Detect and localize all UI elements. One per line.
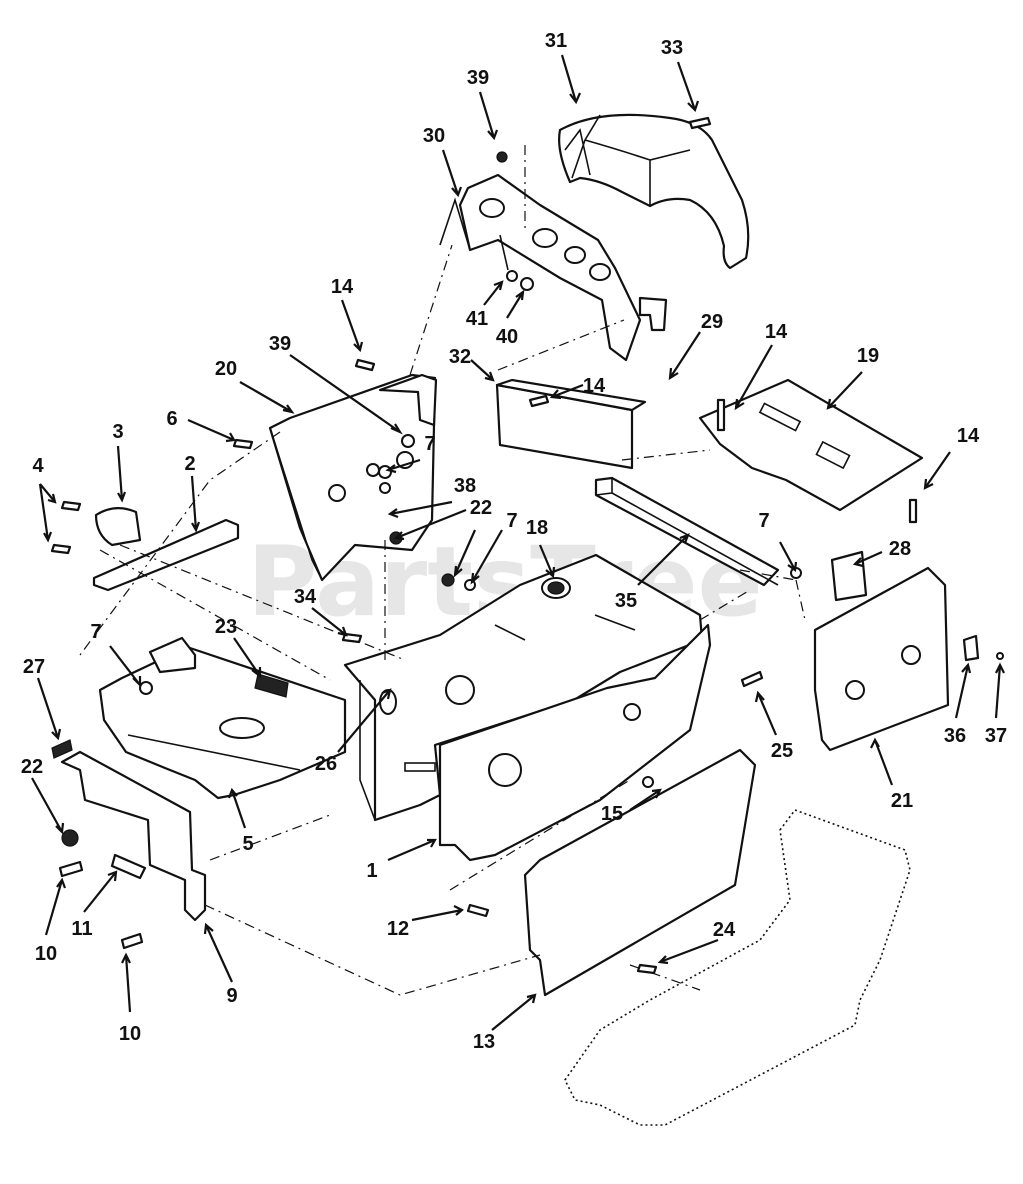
callout-26: 26 <box>315 753 337 775</box>
callout-9: 9 <box>226 985 237 1007</box>
callout-31: 31 <box>545 30 567 52</box>
part-30-upper-panel <box>439 173 642 362</box>
callout-41: 41 <box>466 308 488 330</box>
callout-30: 30 <box>423 125 445 147</box>
callout-7-right: 7 <box>758 510 769 532</box>
part-19-floor-plate <box>698 378 924 512</box>
part-2-rail <box>92 518 240 592</box>
callout-6: 6 <box>166 408 177 430</box>
callout-3: 3 <box>112 421 123 443</box>
callout-28: 28 <box>889 538 911 560</box>
part-18-coil <box>541 577 571 599</box>
callout-15: 15 <box>601 803 623 825</box>
callout-14-mid: 14 <box>583 375 606 397</box>
part-1-main-frame <box>343 553 712 862</box>
part-21-side-panel <box>813 550 950 752</box>
part-31-dash-cover <box>558 113 750 270</box>
callout-11: 11 <box>71 918 92 940</box>
part-13-panel <box>523 748 757 997</box>
callout-22-lower: 22 <box>21 756 43 778</box>
callout-18: 18 <box>526 517 548 539</box>
callout-22-upper: 22 <box>470 497 492 519</box>
callout-39-lower: 39 <box>269 333 291 355</box>
callout-arrows <box>31 54 1005 1031</box>
callout-39: 39 <box>467 67 489 89</box>
callout-7-center: 7 <box>506 510 517 532</box>
part-41-washer <box>506 270 518 282</box>
part-39-nut <box>496 151 508 163</box>
callout-labels: 31 33 39 30 41 40 29 14 14 14 14 39 20 3… <box>21 30 1007 1053</box>
callout-14-top: 14 <box>331 276 354 298</box>
callout-35: 35 <box>615 590 637 612</box>
callout-10-lower: 10 <box>119 1023 141 1045</box>
callout-20: 20 <box>215 358 237 380</box>
callout-14-right: 14 <box>765 321 788 343</box>
callout-7-left: 7 <box>90 621 101 643</box>
callout-5: 5 <box>242 833 253 855</box>
callout-7-upper: 7 <box>424 433 435 455</box>
part-35-rail <box>594 476 780 587</box>
part-22-knob <box>61 829 79 847</box>
callout-10-upper: 10 <box>35 943 57 965</box>
callout-32: 32 <box>449 346 471 368</box>
part-5-base-plate <box>98 636 347 800</box>
callout-1: 1 <box>366 860 377 882</box>
callout-37: 37 <box>985 725 1007 747</box>
part-36-clip <box>962 634 980 662</box>
part-29-bracket <box>638 296 668 332</box>
callout-23: 23 <box>215 616 237 638</box>
part-11-spring <box>110 853 147 880</box>
callout-13: 13 <box>473 1031 495 1053</box>
alignment-lines <box>79 145 806 996</box>
callout-27: 27 <box>23 656 45 678</box>
callout-36: 36 <box>944 725 966 747</box>
callout-12: 12 <box>387 918 409 940</box>
callout-2: 2 <box>184 453 195 475</box>
callout-38: 38 <box>454 475 476 497</box>
callout-40: 40 <box>496 326 518 348</box>
part-23-pad <box>254 673 289 698</box>
part-27-grip <box>51 739 73 759</box>
callout-4: 4 <box>32 455 44 477</box>
callout-33: 33 <box>661 37 683 59</box>
floor-mat <box>564 809 911 1126</box>
part-40-nut <box>520 277 534 291</box>
part-9-bracket <box>60 750 207 922</box>
part-3-clip <box>94 507 142 547</box>
callout-29: 29 <box>701 311 723 333</box>
callout-21: 21 <box>891 790 913 812</box>
callout-34: 34 <box>294 586 317 608</box>
callout-25: 25 <box>771 740 793 762</box>
callout-24: 24 <box>713 919 736 941</box>
callout-19: 19 <box>857 345 879 367</box>
callout-14-far-right: 14 <box>957 425 980 447</box>
